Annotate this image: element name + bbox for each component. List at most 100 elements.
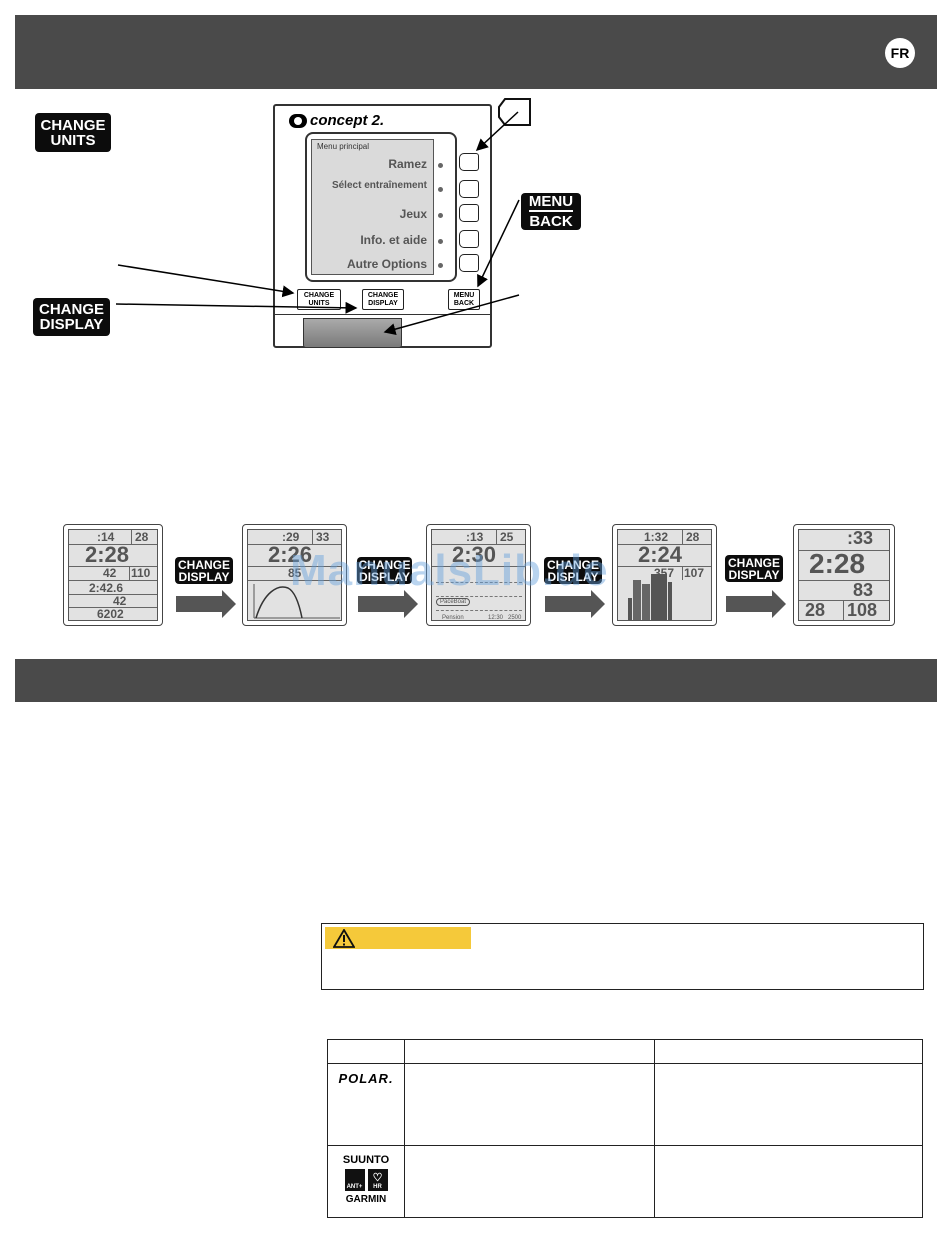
stroke-rate: 28 [805,600,826,620]
menu-dot [438,187,443,192]
display-1: :14 28 2:28 42 110 2:42.6 42 6202 [63,524,163,626]
pace: 2:26 [268,542,313,567]
table-header-cell [327,1039,405,1064]
side-button-4[interactable] [459,230,479,248]
elapsed-time: 1:32 [644,530,669,544]
force-curve-graph [253,584,340,619]
side-button-5[interactable] [459,254,479,272]
pace: 2:28 [809,548,866,579]
stroke-rate: 33 [316,530,330,544]
stroke-rate: 25 [500,530,514,544]
pace-lane [436,596,522,597]
pace-lane [436,582,522,583]
leader-lines [115,111,520,335]
table-cell: SUUNTO ANT+ ♡ HR GARMIN [327,1145,405,1218]
pace: 2:24 [638,542,683,567]
heart-rate: 107 [684,566,705,580]
warning-icon [333,928,355,948]
table-header-cell [654,1039,923,1064]
elapsed-time: :13 [466,530,484,544]
section-bar [15,659,937,702]
meters: 85 [288,566,302,580]
table-row: POLAR. [327,1063,923,1146]
menu-item-other-options[interactable]: Autre Options [347,257,427,271]
heart-rate-compatibility-table: POLAR. SUUNTO ANT+ ♡ HR GARMIN [327,1039,923,1218]
pace: 2:28 [85,542,130,567]
suunto-logo: SUUNTO [342,1154,390,1166]
display-2: :29 33 2:26 85 [242,524,347,626]
stroke-rate: 28 [686,530,700,544]
elapsed-time: :29 [282,530,300,544]
garmin-logo: GARMIN [345,1194,387,1205]
footer-time: 12:30 [488,615,504,621]
header-bar: FR [15,15,937,89]
menu-dot [438,239,443,244]
next-arrow-icon [545,590,605,618]
pace: 2:30 [452,542,497,567]
menu-item-games[interactable]: Jeux [399,207,427,221]
stroke-histogram [628,574,672,620]
next-arrow-icon [358,590,418,618]
projected-meters: 6202 [97,607,124,621]
warning-box [321,923,924,990]
language-badge: FR [885,38,915,68]
menu-dot [438,163,443,168]
split-meters: 42 [113,594,127,608]
menu-item-select-workout[interactable]: Sélect entraînement [331,180,427,191]
table-cell: POLAR. [327,1063,405,1146]
side-button-2[interactable] [459,180,479,198]
meters: 83 [853,580,874,600]
table-row [327,1039,923,1064]
display-3: :13 25 2:30 PaceBoat Pension 12:30 2500 [426,524,531,626]
concept2-logo: concept 2. [289,112,384,129]
lcd-screen: Menu principal Ramez Sélect entraînement… [311,139,434,275]
pm5-monitor: concept 2. Menu principal Ramez Sélect e… [273,104,492,348]
meters: 42 [103,566,117,580]
table-header-cell [404,1039,655,1064]
watermark: ManualsLib.de [290,546,609,595]
lcd-frame: Menu principal Ramez Sélect entraînement… [305,132,457,282]
menu-dot [438,213,443,218]
concept2-logo-icon [289,113,307,128]
menu-item-info-help[interactable]: Info. et aide [360,233,427,247]
heart-rate: 108 [847,600,878,620]
elapsed-time: :14 [97,530,115,544]
next-arrow-icon [726,590,786,618]
stroke-rate: 28 [135,530,149,544]
menu-dot [438,263,443,268]
table-cell [654,1145,923,1218]
polar-logo: POLAR. [338,1071,394,1086]
next-arrow-icon [176,590,236,618]
menu-title: Menu principal [317,142,370,151]
monitor-bottom-divider [275,314,490,315]
footer-pace: 2500 [508,615,522,621]
average-pace: 2:42.6 [89,581,124,595]
footer-label: Pension [442,615,464,621]
elapsed-time: :33 [847,529,874,548]
warning-header [325,927,471,949]
display-4: 1:32 28 2:24 357 107 [612,524,717,626]
table-cell [404,1063,655,1146]
heart-rate-icon: ♡ HR [367,1169,388,1191]
pace-lane [436,610,522,611]
ant-plus-icon: ANT+ [344,1169,365,1191]
table-cell [404,1145,655,1218]
display-5: :33 2:28 83 28 108 [793,524,895,626]
side-button-1[interactable] [459,153,479,171]
menu-item-ramez[interactable]: Ramez [388,157,427,171]
side-button-3[interactable] [459,204,479,222]
heart-rate: 110 [131,566,151,580]
table-row: SUUNTO ANT+ ♡ HR GARMIN [327,1145,923,1218]
table-cell [654,1063,923,1146]
pace-boat: PaceBoat [436,598,471,606]
